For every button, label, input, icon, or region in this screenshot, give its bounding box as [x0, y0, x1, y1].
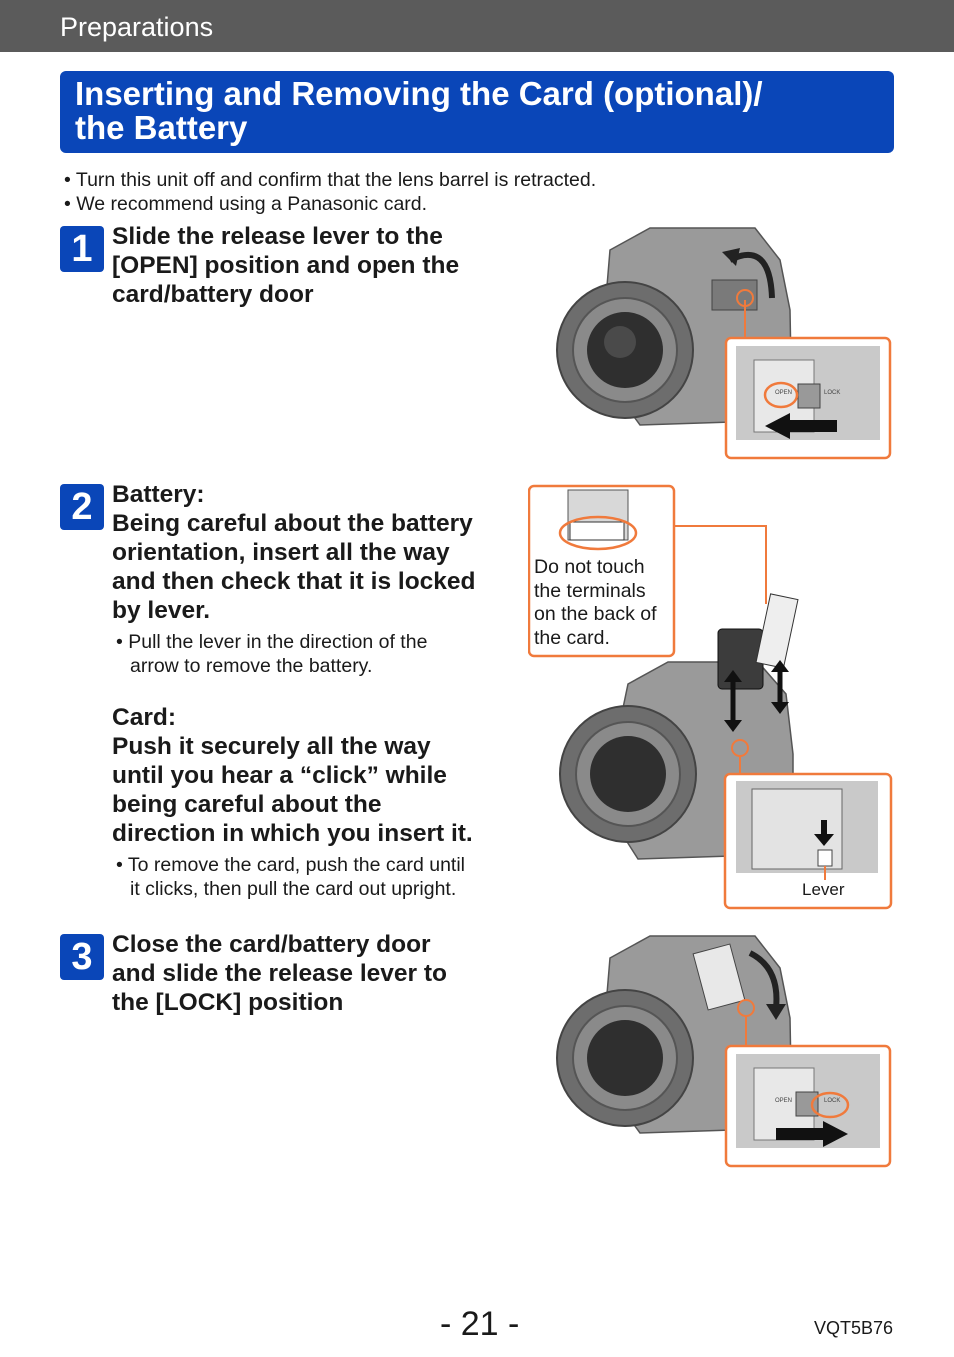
page-number: - 21 -	[440, 1305, 520, 1343]
page-title-box: Inserting and Removing the Card (optiona…	[60, 71, 894, 153]
card-terminal-callout: Do not touch the terminals on the back o…	[534, 556, 657, 649]
battery-note: • Pull the lever in the direction of the…	[116, 631, 428, 677]
step-number-1: 1	[60, 226, 104, 272]
step-number-3: 3	[60, 934, 104, 980]
lever-label: Lever	[802, 880, 845, 899]
step-number-2: 2	[60, 484, 104, 530]
card-note: • To remove the card, push the card unti…	[116, 854, 465, 900]
open-label: OPEN	[775, 390, 792, 396]
intro-bullet: • Turn this unit off and confirm that th…	[64, 169, 597, 191]
section-title: Preparations	[60, 12, 214, 42]
intro-bullets: • Turn this unit off and confirm that th…	[64, 168, 596, 216]
open-label-3: OPEN	[775, 1098, 792, 1104]
document-code: VQT5B76	[814, 1318, 894, 1338]
section-header: Preparations	[0, 0, 954, 52]
camera-close-door-illustration: OPEN LOCK	[556, 935, 892, 1168]
page-title: Inserting and Removing the Card (optiona…	[75, 75, 763, 146]
camera-insert-battery-card-illustration	[528, 484, 893, 910]
lock-label-3: LOCK	[824, 1098, 840, 1104]
step-1-heading: Slide the release lever to the [OPEN] po…	[112, 223, 460, 308]
intro-bullet: • We recommend using a Panasonic card.	[64, 193, 428, 215]
lock-label: LOCK	[824, 390, 840, 396]
step-3-heading: Close the card/battery door and slide th…	[112, 931, 447, 1016]
step-2-card-heading: Card: Push it securely all the way until…	[112, 704, 473, 847]
step-2-battery-heading: Battery: Being careful about the battery…	[112, 481, 476, 624]
camera-open-door-illustration: OPEN LOCK	[556, 227, 892, 460]
